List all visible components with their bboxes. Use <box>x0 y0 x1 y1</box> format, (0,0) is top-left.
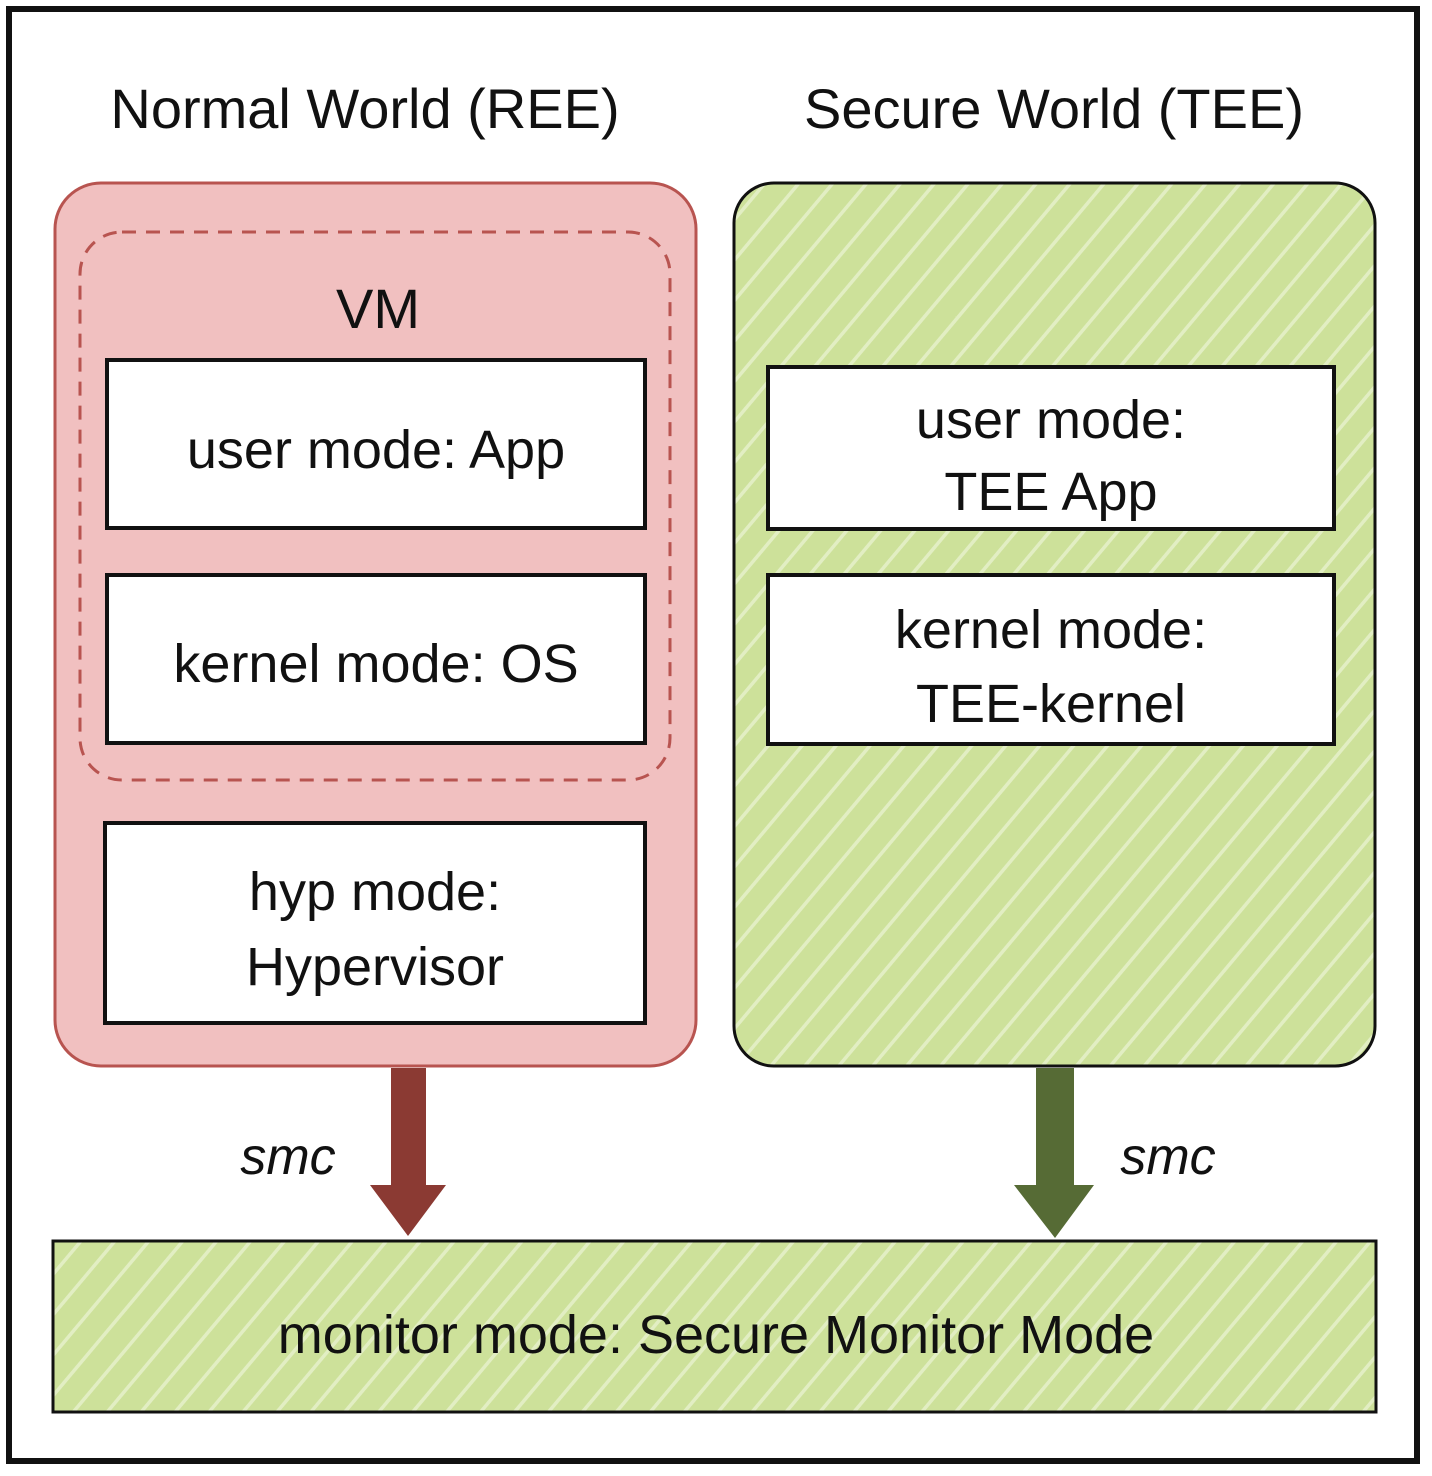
secure-world-title: Secure World (TEE) <box>804 77 1304 140</box>
secure-kernel-mode-box <box>766 573 1336 746</box>
normal-kernel-mode-label: kernel mode: OS <box>173 634 578 694</box>
secure-user-mode-label-line1: user mode: <box>916 390 1186 450</box>
secure-smc-label: smc <box>1120 1128 1215 1186</box>
normal-kernel-mode-box <box>105 573 647 745</box>
normal-smc-arrow <box>370 1068 446 1236</box>
normal-smc-label: smc <box>240 1128 335 1186</box>
monitor-mode-label: monitor mode: Secure Monitor Mode <box>278 1305 1154 1365</box>
hyp-mode-label-line1: hyp mode: <box>249 862 501 922</box>
monitor-mode-box <box>51 1239 1378 1414</box>
vm-label: VM <box>336 277 420 340</box>
secure-kernel-mode-label-line1: kernel mode: <box>895 600 1207 660</box>
secure-smc-arrow <box>1014 1068 1094 1238</box>
vm-container <box>78 230 672 782</box>
hyp-mode-label-line2: Hypervisor <box>246 937 504 997</box>
normal-user-mode-box <box>105 358 647 530</box>
diagram-frame <box>6 6 1420 1464</box>
normal-user-mode-label: user mode: App <box>187 420 565 480</box>
secure-kernel-mode-label-line2: TEE-kernel <box>916 674 1186 734</box>
secure-user-mode-box <box>766 365 1336 531</box>
secure-user-mode-label-line2: TEE App <box>944 462 1157 522</box>
normal-world-title: Normal World (REE) <box>110 77 619 140</box>
hyp-mode-box <box>103 821 647 1025</box>
